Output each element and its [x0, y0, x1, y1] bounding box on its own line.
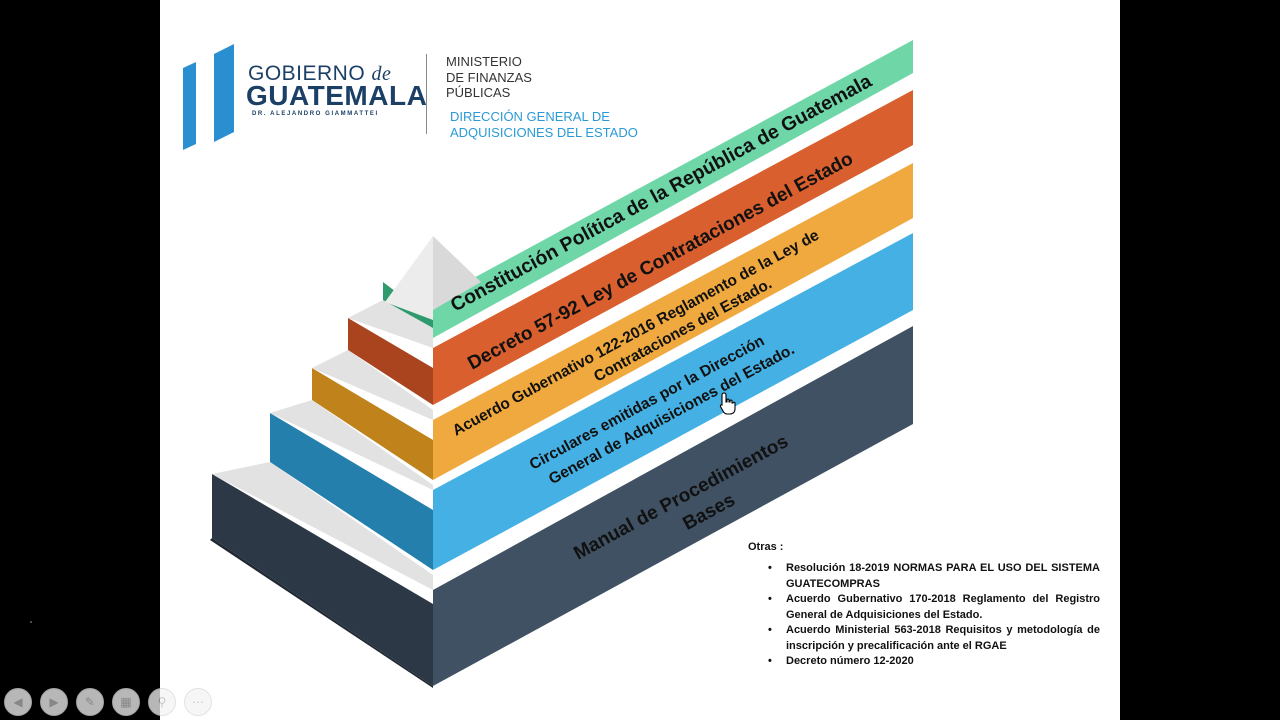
pen-tool-button[interactable]: ✎	[76, 688, 104, 716]
more-icon: ⋯	[192, 695, 204, 709]
others-item: Acuerdo Gubernativo 170-2018 Reglamento …	[768, 592, 1100, 623]
more-options-button[interactable]: ⋯	[184, 688, 212, 716]
tier-separator	[212, 462, 433, 590]
zoom-button[interactable]: ⚲	[148, 688, 176, 716]
hand-cursor-icon	[719, 392, 736, 415]
tier-separator	[270, 400, 433, 490]
logo-divider	[426, 54, 427, 134]
tier-3-side-face	[312, 368, 433, 480]
tier-separator	[312, 350, 433, 420]
arrow-right-icon: ▶	[49, 695, 59, 709]
others-section: Otras : Resolución 18-2019 NORMAS PARA E…	[748, 541, 1100, 670]
others-item: Decreto número 12-2020	[768, 654, 1100, 670]
arrow-left-icon: ◀	[13, 695, 23, 709]
pyramid-apex	[433, 236, 481, 310]
tier-5-ribbon	[433, 326, 913, 686]
legal-pyramid-diagram: Constitución Política de la República de…	[210, 40, 913, 688]
next-slide-button[interactable]: ▶	[40, 688, 68, 716]
logo-gobierno-text: GOBIERNO de	[248, 62, 391, 86]
direction-name: DIRECCIÓN GENERAL DE ADQUISICIONES DEL E…	[450, 109, 638, 140]
pyramid-base-edge	[210, 538, 433, 688]
others-item: Acuerdo Ministerial 563-2018 Requisitos …	[768, 623, 1100, 654]
pen-icon: ✎	[84, 695, 96, 709]
magnifier-icon: ⚲	[157, 695, 167, 709]
pyramid-apex-shade	[385, 236, 433, 320]
tier-1-ribbon	[433, 40, 913, 338]
others-list: Resolución 18-2019 NORMAS PARA EL USO DE…	[748, 561, 1100, 670]
logo-guatemala-text: GUATEMALA	[246, 80, 428, 111]
tier-4-ribbon	[433, 233, 913, 570]
tier-2-side-face	[348, 318, 433, 405]
logo-de-word: de	[371, 63, 392, 85]
logo-gobierno-word: GOBIERNO	[248, 62, 366, 85]
tier-separator	[348, 300, 433, 348]
tier-5-side-face	[212, 474, 433, 686]
others-item: Resolución 18-2019 NORMAS PARA EL USO DE…	[768, 561, 1100, 592]
screen-artifact	[30, 621, 32, 623]
ministry-name: MINISTERIO DE FINANZAS PÚBLICAS	[446, 54, 532, 100]
tier-4-side-face	[270, 413, 433, 570]
slides-grid-icon: ▦	[120, 695, 132, 709]
others-title: Otras :	[748, 541, 784, 553]
tier-3-ribbon	[433, 163, 913, 480]
logo-subtitle: DR. ALEJANDRO GIAMMATTEI	[252, 111, 379, 117]
tier-2-ribbon	[433, 90, 913, 405]
previous-slide-button[interactable]: ◀	[4, 688, 32, 716]
slideshow-controls: ◀ ▶ ✎ ▦ ⚲ ⋯	[4, 688, 212, 716]
government-logo-icon	[183, 44, 234, 150]
presentation-slide: GOBIERNO de GUATEMALA DR. ALEJANDRO GIAM…	[160, 0, 1120, 720]
see-all-slides-button[interactable]: ▦	[112, 688, 140, 716]
